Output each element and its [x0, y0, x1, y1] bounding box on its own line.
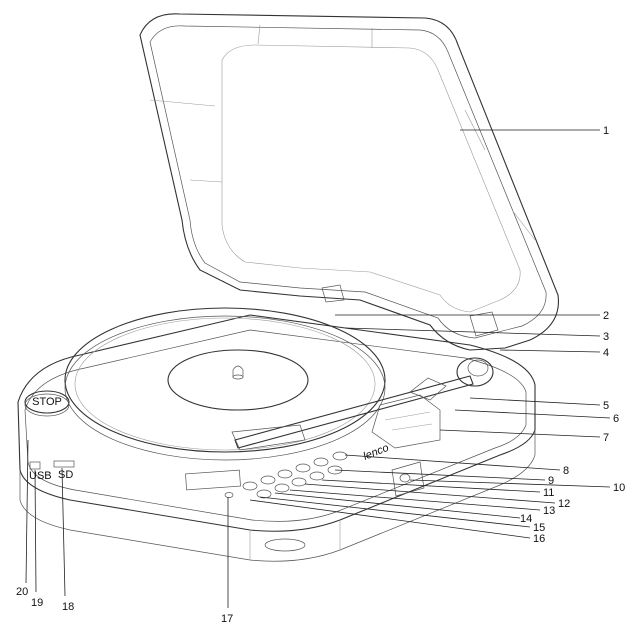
leader-lines [25, 129, 611, 608]
callout-1: 1 [603, 125, 609, 137]
usb-label: USB [29, 470, 52, 482]
callout-13: 13 [543, 505, 555, 517]
callout-15: 15 [533, 522, 545, 534]
platter [64, 307, 386, 461]
callout-12: 12 [558, 498, 570, 510]
callout-14: 14 [520, 513, 532, 525]
front-panel [185, 451, 348, 499]
callout-16: 16 [533, 533, 545, 545]
dust-cover [139, 13, 559, 351]
stop-button: STOP [24, 390, 70, 417]
lenco-logo: lenco [362, 442, 391, 463]
spindle [232, 365, 244, 380]
callout-2: 2 [603, 310, 609, 322]
callout-labels: 1 2 3 4 5 6 7 8 9 10 11 12 13 14 15 16 1… [16, 125, 625, 625]
turntable-base [17, 314, 536, 562]
callout-4: 4 [603, 347, 609, 359]
callout-20: 20 [16, 586, 28, 598]
callout-19: 19 [31, 597, 43, 609]
sd-label: SD [58, 469, 73, 481]
callout-6: 6 [613, 413, 619, 425]
stop-label: STOP [32, 396, 62, 408]
callout-11: 11 [543, 487, 554, 499]
callout-3: 3 [603, 331, 609, 343]
callout-9: 9 [548, 475, 554, 487]
callout-17: 17 [221, 613, 233, 625]
callout-18: 18 [62, 601, 74, 613]
callout-8: 8 [563, 465, 569, 477]
record-label [167, 349, 309, 411]
callout-5: 5 [603, 400, 609, 412]
side-socket [391, 461, 425, 497]
callout-7: 7 [603, 432, 609, 444]
usb-port: USB [29, 461, 52, 482]
sd-card-slot: SD [53, 460, 75, 481]
callout-10: 10 [613, 482, 625, 494]
